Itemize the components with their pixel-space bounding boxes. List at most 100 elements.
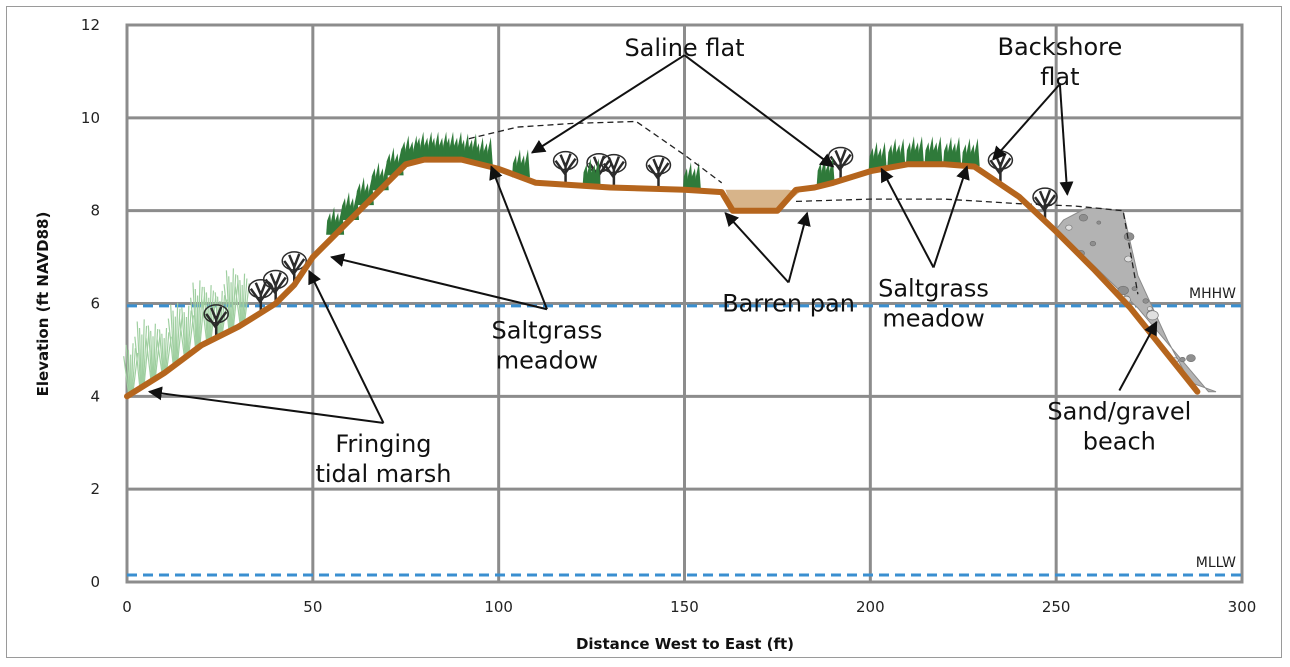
profile [124, 156, 1201, 400]
marsh-grass-blade [147, 325, 153, 381]
y-tick-label: 2 [90, 480, 100, 498]
marsh-grass-blade [197, 280, 201, 349]
shrub [249, 281, 272, 313]
marsh-grass-blade [153, 323, 156, 381]
marsh-grass-blade [209, 290, 215, 342]
shrub-canopy [601, 153, 627, 174]
marsh-grass-blade [176, 308, 181, 365]
marsh-grass-blade [186, 305, 190, 357]
marsh-grass-blade [236, 275, 242, 325]
x-tick-label: 150 [670, 598, 699, 616]
gravel-stone [1146, 310, 1159, 321]
annotation-arrow [992, 83, 1061, 161]
annotation-arrow [1058, 84, 1074, 196]
marsh-grass-blade [225, 270, 231, 331]
marsh-grass-blade [234, 286, 241, 325]
saltgrass-clump [694, 162, 701, 191]
marsh-grass-blade [130, 343, 134, 395]
reference-line-label: MHHW [1189, 286, 1236, 302]
marsh-grass-blade [223, 284, 230, 331]
annotation-arrow [880, 167, 935, 268]
former-surface-dashed [468, 120, 723, 184]
annotation-label: meadow [496, 346, 598, 374]
figure-frame [6, 6, 1282, 658]
marsh-grass-blade [172, 310, 176, 365]
y-tick-label: 0 [90, 573, 100, 591]
x-tick-label: 100 [484, 598, 513, 616]
marsh-grass-blade [198, 286, 203, 349]
shrub-canopy [262, 269, 289, 290]
gravel-stone [1124, 255, 1133, 263]
marsh-grass-blade [175, 302, 179, 365]
marsh-grass-blade [131, 348, 136, 395]
annotation-label: Saltgrass [878, 275, 989, 303]
grid [125, 23, 1244, 584]
annotation-arrow [932, 165, 970, 268]
marsh-grass-blade [123, 356, 130, 395]
y-tick-label: 10 [81, 109, 100, 127]
annotation-arrow [308, 269, 385, 424]
marsh-grass-blade [181, 307, 186, 357]
gravel-stone [1078, 214, 1088, 222]
marsh-grass-blade [243, 278, 248, 325]
annotation-label: Saline flat [624, 34, 744, 62]
marsh-grass-blade [210, 295, 217, 342]
annotation-arrow [787, 211, 811, 283]
saltgrass-clump [899, 138, 906, 167]
marsh-grass-blade [154, 334, 161, 381]
annotation-arrow [724, 211, 790, 284]
marsh-grass-blade [176, 314, 183, 365]
x-tick-label: 300 [1228, 598, 1257, 616]
marsh-grass-blade [150, 330, 153, 381]
marsh-grass-blade [134, 336, 141, 388]
fills [725, 189, 1217, 393]
gravel-stone [1186, 354, 1196, 362]
saltgrass-clump [936, 136, 943, 165]
gravel-stone [1065, 224, 1073, 231]
marsh-grass-blade [214, 292, 220, 337]
marsh-grass-blade [231, 268, 234, 331]
x-axis-title: Distance West to East (ft) [576, 635, 794, 653]
annotation-label: Fringing [335, 430, 431, 458]
gravel-stone [1089, 241, 1097, 247]
marsh-grass-blade [201, 299, 208, 342]
gravel-stone [1123, 232, 1135, 241]
marsh-grass-blade [141, 319, 145, 388]
marsh-grass-blade [167, 318, 174, 365]
y-tick-label: 12 [81, 16, 100, 34]
saltgrass-clump [955, 136, 962, 165]
marsh-grass-blade [143, 332, 150, 388]
marsh-grass-blade [142, 325, 148, 388]
marsh-grass-blade [194, 289, 198, 349]
marsh-grass-blade [145, 338, 152, 381]
shrub [283, 253, 306, 285]
x-tick-label: 0 [122, 598, 132, 616]
shrub [554, 153, 577, 185]
marsh-grass-blade [170, 304, 175, 365]
y-tick-label: 6 [90, 295, 100, 313]
shrub [602, 156, 625, 188]
backshore-dashed [795, 198, 1139, 295]
x-tick-label: 200 [856, 598, 885, 616]
marsh-grass-blade [190, 297, 197, 349]
marsh-grass-blade [228, 276, 231, 331]
annotation-label: Sand/gravel [1047, 398, 1191, 426]
marsh-grass-blade [242, 273, 246, 325]
annotation-label: beach [1083, 428, 1156, 456]
annotation-arrow [489, 165, 548, 310]
marsh-grass-blade [164, 327, 168, 374]
annotation-label: Barren pan [722, 290, 855, 318]
ground-profile [124, 156, 1201, 400]
saltgrass-clump [594, 158, 601, 187]
annotation-arrow [530, 54, 686, 154]
gravel-stone [1131, 286, 1138, 292]
marsh-grass-blade [231, 274, 237, 331]
gravel-stone [1147, 306, 1153, 311]
marsh-grass-blade [158, 329, 164, 374]
marsh-grass-blade [187, 310, 192, 357]
shrub-canopy [281, 251, 307, 271]
annotation-label: tidal marsh [315, 460, 451, 488]
saltgrass-clump [973, 138, 980, 167]
dashed-lines [468, 120, 1139, 295]
shrub [264, 272, 287, 304]
